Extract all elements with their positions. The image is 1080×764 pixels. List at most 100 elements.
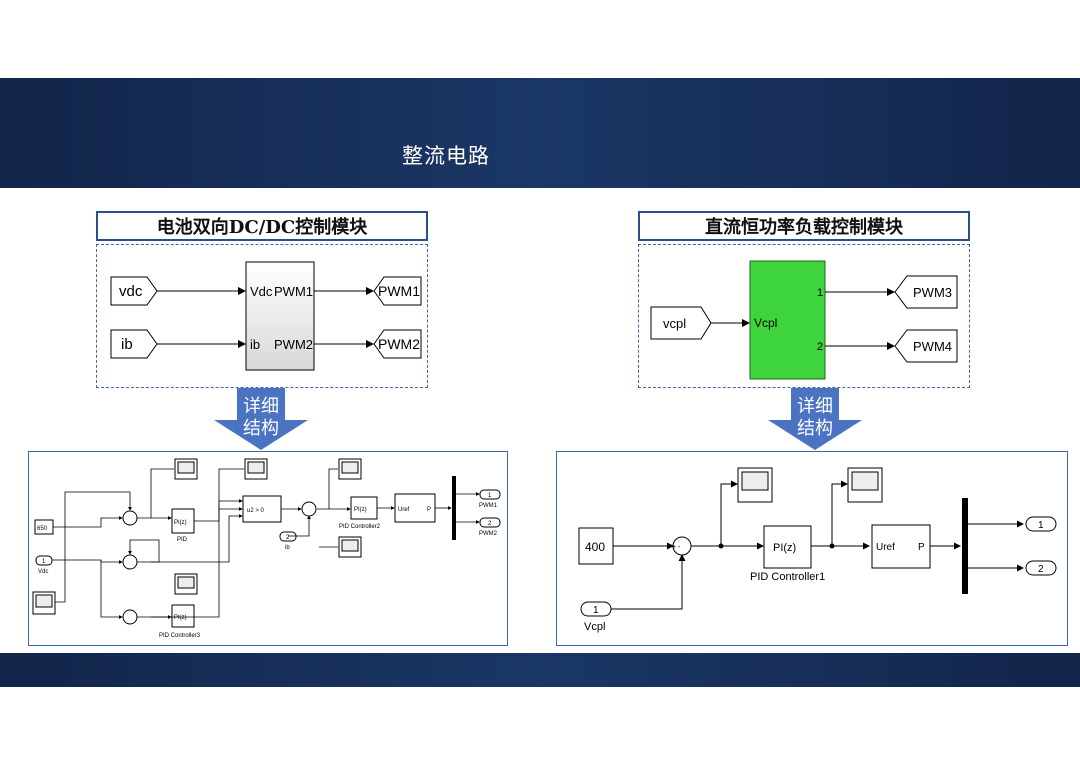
inport-vcpl-number: 1 bbox=[593, 605, 599, 616]
pi-block-2-label: PI(z) bbox=[174, 615, 187, 621]
header-band bbox=[0, 78, 1080, 188]
vcpl-tag bbox=[650, 306, 712, 340]
pi-block-2-name: PID Controller3 bbox=[159, 633, 201, 639]
pwm1-tag bbox=[373, 276, 422, 306]
pwm4-tag bbox=[894, 329, 958, 363]
pi-block-1-name: PID bbox=[177, 537, 188, 543]
port-ib: ib bbox=[250, 337, 260, 352]
switch-block[interactable] bbox=[242, 495, 282, 523]
scope-1 bbox=[174, 458, 198, 480]
right-down-arrow bbox=[768, 388, 862, 450]
left-down-arrow bbox=[214, 388, 308, 450]
pwm-block-out: P bbox=[918, 542, 925, 553]
outport-2-number: 2 bbox=[1038, 564, 1044, 575]
scope-4 bbox=[338, 536, 362, 558]
sum-block bbox=[672, 536, 692, 556]
scope-right-1[interactable] bbox=[737, 467, 773, 503]
pi-block[interactable] bbox=[763, 525, 812, 569]
sum-signs: + - bbox=[672, 544, 681, 551]
sum-3 bbox=[122, 609, 138, 625]
right-block-diagram: vcpl Vcpl 1 2 PWM3 PWM4 bbox=[650, 260, 958, 380]
port-vdc: Vdc bbox=[250, 284, 273, 299]
pwm-block[interactable] bbox=[871, 524, 931, 569]
left-block-frame: vdc ib Vdc PWM1 ib PWM2 PWM1 PWM2 bbox=[96, 244, 428, 388]
pi-block-2[interactable] bbox=[171, 604, 195, 628]
left-arrow-label: 详细 结构 bbox=[237, 396, 285, 440]
inport-ib-number: 2 bbox=[286, 535, 290, 541]
pwm4-tag-label: PWM4 bbox=[913, 339, 952, 354]
port-pwm2: PWM2 bbox=[274, 337, 313, 352]
inport-vdc-number: 1 bbox=[42, 559, 46, 565]
outport-pwm2-number: 2 bbox=[488, 521, 492, 527]
inport-vdc[interactable] bbox=[35, 555, 53, 566]
outport-1[interactable] bbox=[1025, 516, 1057, 532]
vcpl-tag-label: vcpl bbox=[663, 316, 686, 331]
outport-pwm1-number: 1 bbox=[488, 493, 492, 499]
right-arrow-label-line1: 详细 bbox=[797, 396, 833, 417]
switch-label: u2 > 0 bbox=[247, 508, 265, 514]
right-arrow-label-line2: 结构 bbox=[797, 418, 833, 439]
vdc-tag bbox=[110, 276, 158, 306]
vdc-tag-label: vdc bbox=[119, 283, 143, 300]
page-title: 整流电路 bbox=[402, 144, 490, 168]
port-2: 2 bbox=[817, 341, 823, 353]
pwm3-tag-label: PWM3 bbox=[913, 285, 952, 300]
right-detail-diagram: 400 + - PI(z) PID Controller1 Uref P 1 2… bbox=[578, 467, 1057, 633]
outport-pwm1[interactable] bbox=[479, 489, 501, 500]
left-arrow-label-line2: 结构 bbox=[243, 418, 279, 439]
right-arrow-label: 详细 结构 bbox=[791, 396, 839, 440]
pwm2-tag-label: PWM2 bbox=[378, 336, 420, 352]
inport-vcpl-label: Vcpl bbox=[584, 621, 605, 633]
right-panel-title: 直流恒功率负载控制模块 bbox=[638, 211, 970, 241]
outport-pwm2[interactable] bbox=[479, 517, 501, 528]
ib-tag bbox=[110, 329, 158, 359]
port-1: 1 bbox=[817, 287, 823, 299]
left-detail-frame: 650 1 Vdc PI(z) PID PI(z) PID Controller… bbox=[28, 451, 508, 646]
outport-pwm1-label: PWM1 bbox=[479, 503, 498, 509]
demux-bar bbox=[452, 476, 456, 540]
ib-tag-label: ib bbox=[121, 336, 133, 353]
outport-2[interactable] bbox=[1025, 560, 1057, 576]
scope-right-2[interactable] bbox=[847, 467, 883, 503]
outport-1-number: 1 bbox=[1038, 520, 1044, 531]
sum-1 bbox=[122, 510, 138, 526]
port-pwm1: PWM1 bbox=[274, 284, 313, 299]
scope-6 bbox=[32, 591, 56, 615]
const-650-value: 650 bbox=[37, 526, 48, 532]
inport-vcpl[interactable] bbox=[580, 601, 612, 617]
inport-ib[interactable] bbox=[279, 531, 297, 542]
pi-block-name: PID Controller1 bbox=[750, 571, 825, 583]
right-block-frame: vcpl Vcpl 1 2 PWM3 PWM4 bbox=[638, 244, 970, 388]
pwm2-tag bbox=[373, 329, 422, 359]
dcdc-subsystem-block[interactable] bbox=[245, 261, 315, 371]
footer-band bbox=[0, 653, 1080, 687]
pi-block-3-label: PI(z) bbox=[354, 507, 367, 513]
cpl-subsystem-block[interactable] bbox=[749, 260, 826, 380]
sum-2 bbox=[122, 554, 138, 570]
pi-block-1-label: PI(z) bbox=[174, 520, 187, 526]
outport-pwm2-label: PWM2 bbox=[479, 531, 498, 537]
scope-2 bbox=[244, 458, 268, 480]
pwm-block[interactable] bbox=[394, 493, 436, 523]
pwm3-tag bbox=[894, 275, 958, 309]
const-400-value: 400 bbox=[585, 540, 605, 554]
pwm1-tag-label: PWM1 bbox=[378, 283, 420, 299]
port-vcpl: Vcpl bbox=[754, 316, 777, 330]
pwm-block-in: Uref bbox=[398, 507, 410, 513]
left-detail-diagram: 650 1 Vdc PI(z) PID PI(z) PID Controller… bbox=[32, 458, 501, 639]
pi-block-label: PI(z) bbox=[773, 542, 796, 554]
left-block-diagram: vdc ib Vdc PWM1 ib PWM2 PWM1 PWM2 bbox=[110, 261, 422, 371]
inport-vdc-label: Vdc bbox=[38, 569, 48, 575]
pwm-block-in: Uref bbox=[876, 542, 895, 553]
right-detail-frame: 400 + - PI(z) PID Controller1 Uref P 1 2… bbox=[556, 451, 1068, 646]
pwm-block-out: P bbox=[427, 507, 431, 513]
const-400-block[interactable] bbox=[578, 527, 614, 565]
left-panel-title: 电池双向DC/DC控制模块 bbox=[96, 211, 428, 241]
scope-5 bbox=[174, 573, 198, 595]
inport-ib-label: ib bbox=[285, 545, 290, 551]
pi-block-3-name: PID Controller2 bbox=[339, 524, 381, 530]
scope-3 bbox=[338, 458, 362, 480]
demux-bar bbox=[962, 498, 968, 594]
left-arrow-label-line1: 详细 bbox=[243, 396, 279, 417]
sum-4 bbox=[301, 501, 317, 517]
